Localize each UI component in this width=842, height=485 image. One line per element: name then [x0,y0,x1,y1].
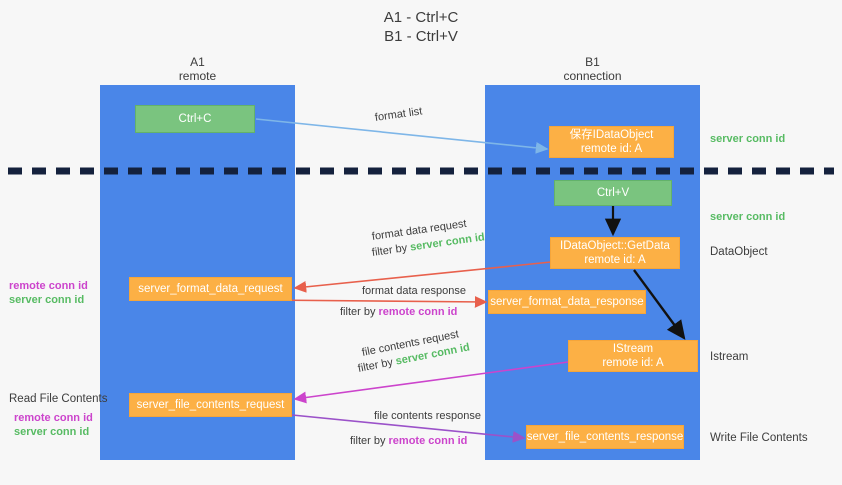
diagram-title: A1 - Ctrl+C B1 - Ctrl+V [0,8,842,46]
lane-header-b1: B1 connection [485,55,700,83]
annotation-server-conn-id-mid: server conn id [710,211,786,223]
node-server-file-contents-response[interactable]: server_file_contents_response [526,425,684,449]
arrow-format-data-response [261,295,488,308]
title-line-2: B1 - Ctrl+V [384,28,458,45]
node-save-idataobject[interactable]: 保存IDataObject remote id: A [549,126,674,158]
node-server-format-data-response[interactable]: server_format_data_response [488,290,646,314]
node-server-format-data-request[interactable]: server_format_data_request [129,277,292,301]
annotation-write-file-contents: Write File Contents [710,432,808,444]
lane-header-a1: A1 remote [100,55,295,83]
annotation-remote-conn-id-left-1: remote conn id [9,280,88,292]
node-server-format-data-request-label: server_format_data_request [138,283,283,295]
node-istream-sub: remote id: A [602,357,664,369]
annotation-remote-conn-id-left-2: remote conn id [14,412,93,424]
node-idataobject-getdata[interactable]: IDataObject::GetData remote id: A [550,237,680,269]
node-server-file-contents-request-label: server_file_contents_request [136,399,285,411]
node-ctrl-c[interactable]: Ctrl+C [135,105,255,133]
annotation-istream: Istream [710,351,749,363]
remote-conn-id-1: remote conn id [378,306,458,318]
filter-prefix-2: filter by [340,306,376,318]
annotation-server-conn-id-left-1: server conn id [9,294,85,306]
label-format-list: format list [374,105,424,124]
lane-a1-name: A1 [190,55,205,69]
node-server-format-data-response-label: server_format_data_response [490,296,644,308]
label-filter-by-remote-conn-id-2: filter by remote conn id [350,434,467,448]
filter-prefix-1: filter by [371,242,408,259]
node-save-idataobject-sub: remote id: A [580,143,643,155]
annotation-dataobject: DataObject [710,246,768,258]
remote-conn-id-2: remote conn id [388,435,468,447]
node-server-file-contents-response-label: server_file_contents_response [526,431,684,443]
lane-b1-name: B1 [585,55,600,69]
node-ctrl-v[interactable]: Ctrl+V [554,180,672,206]
node-istream-label: IStream [612,343,654,355]
filter-prefix-4: filter by [350,435,386,447]
node-ctrl-v-label: Ctrl+V [596,187,630,199]
node-ctrl-c-label: Ctrl+C [178,113,212,125]
annotation-read-file-contents: Read File Contents [9,393,108,405]
node-server-file-contents-request[interactable]: server_file_contents_request [129,393,292,417]
label-format-data-response: format data response [362,285,466,297]
title-line-1: A1 - Ctrl+C [383,9,459,26]
node-istream[interactable]: IStream remote id: A [568,340,698,372]
lane-a1-role: remote [178,69,217,83]
annotation-server-conn-id-left-2: server conn id [14,426,90,438]
node-save-idataobject-label: 保存IDataObject [569,129,654,141]
node-idataobject-getdata-sub: remote id: A [584,254,646,266]
label-filter-by-remote-conn-id-1: filter by remote conn id [340,305,457,319]
node-idataobject-getdata-label: IDataObject::GetData [560,240,670,252]
lane-b1-role: connection [563,69,622,83]
label-file-contents-response: file contents response [374,410,482,422]
annotation-server-conn-id-top: server conn id [710,133,786,145]
